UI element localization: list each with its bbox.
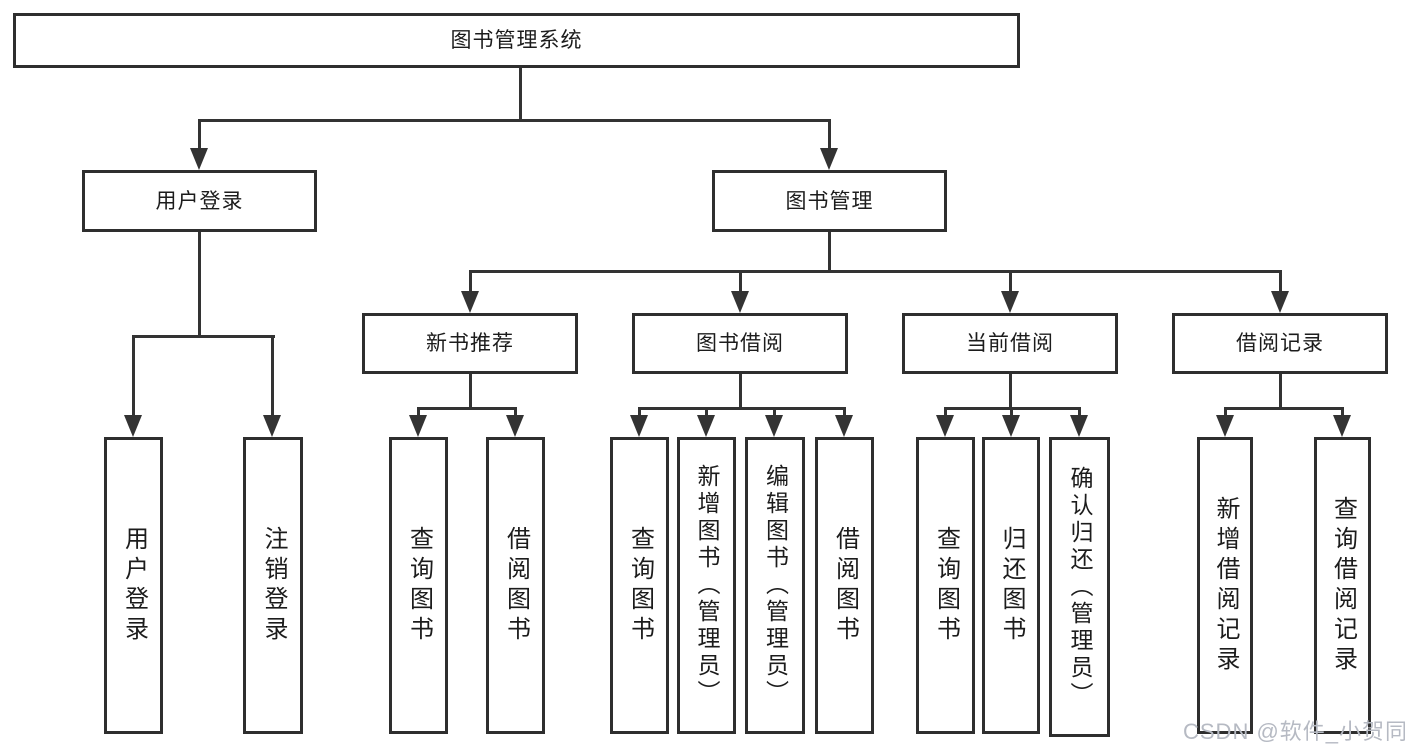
leaf-logout: 注销登录 [243,437,303,734]
arrowhead-new-book-recommend [461,291,479,313]
arrowhead-leaf-edit-book [765,415,783,437]
leaf-query-books-3-label: 查询图书 [932,525,960,646]
leaf-add-borrow-record-label: 新增借阅记录 [1212,495,1239,676]
connector-drop-leaf-logout [271,338,274,417]
arrowhead-current-borrow [1001,291,1019,313]
node-user-login: 用户登录 [82,170,317,232]
connector-level3-bar [469,270,1282,273]
connector-drop-user-login [198,122,201,148]
connector-book-borrow-stem [739,374,742,410]
connector-book-management-stem [828,232,831,273]
connector-drop-leaf-confirm-return [1078,410,1081,417]
leaf-user-login: 用户登录 [104,437,163,734]
node-book-management: 图书管理 [712,170,947,232]
connector-drop-new-book-recommend [469,273,472,293]
arrowhead-leaf-query-books-3 [936,415,954,437]
node-borrow-records: 借阅记录 [1172,313,1388,374]
leaf-return-book-label: 归还图书 [998,525,1025,646]
connector-new-book-recommend-bar [417,407,517,410]
node-current-borrow-label: 当前借阅 [966,332,1054,355]
connector-user-login-bar [132,335,275,338]
leaf-add-borrow-record: 新增借阅记录 [1197,437,1253,734]
node-user-login-label: 用户登录 [155,189,244,213]
connector-drop-leaf-query-books-3 [944,410,947,417]
node-root-label: 图书管理系统 [450,29,583,52]
arrowhead-borrow-records [1271,291,1289,313]
arrowhead-user-login [190,148,208,170]
arrowhead-leaf-query-books-2 [630,415,648,437]
arrowhead-leaf-logout [263,415,281,437]
leaf-edit-book-admin-label: 编辑图书（管理员） [762,464,789,707]
node-root: 图书管理系统 [13,13,1020,68]
connector-drop-leaf-borrow-books-2 [843,410,846,417]
arrowhead-leaf-confirm-return [1070,415,1088,437]
arrowhead-leaf-add-book [697,415,715,437]
arrowhead-leaf-return-book [1002,415,1020,437]
connector-drop-leaf-edit-book [773,410,776,417]
watermark: CSDN @软件_小贺同学 [1183,719,1405,744]
connector-current-borrow-stem [1009,374,1012,410]
leaf-borrow-books-2: 借阅图书 [815,437,874,734]
connector-drop-leaf-return-book [1010,410,1013,417]
leaf-query-books-2-label: 查询图书 [626,525,654,646]
leaf-add-book-admin-label: 新增图书（管理员） [694,464,720,707]
arrowhead-leaf-borrow-books-1 [506,415,524,437]
arrowhead-leaf-borrow-books-2 [835,415,853,437]
connector-drop-leaf-query-books-2 [638,410,641,417]
connector-drop-leaf-query-books-1 [417,410,420,417]
leaf-user-login-label: 用户登录 [120,525,148,646]
node-book-borrow-label: 图书借阅 [696,332,784,355]
connector-drop-leaf-add-borrow-record [1224,410,1227,417]
node-book-management-label: 图书管理 [785,189,874,213]
arrowhead-book-management [820,148,838,170]
connector-drop-book-management [828,122,831,148]
connector-drop-leaf-borrow-books-1 [514,410,517,417]
node-new-book-recommend-label: 新书推荐 [426,332,514,355]
connector-drop-leaf-user-login [132,338,135,417]
arrowhead-leaf-add-borrow-record [1216,415,1234,437]
leaf-borrow-books-1-label: 借阅图书 [502,525,530,646]
connector-root-stem [519,68,522,122]
connector-drop-leaf-add-book [705,410,708,417]
connector-borrow-records-bar [1224,407,1344,410]
leaf-add-book-admin: 新增图书（管理员） [677,437,736,734]
connector-drop-book-borrow [739,273,742,293]
arrowhead-leaf-query-books-1 [409,415,427,437]
leaf-borrow-books-1: 借阅图书 [486,437,545,734]
connector-book-borrow-bar [638,407,846,410]
node-book-borrow: 图书借阅 [632,313,848,374]
leaf-borrow-books-2-label: 借阅图书 [831,525,859,646]
arrowhead-leaf-user-login [124,415,142,437]
connector-new-book-recommend-stem [469,374,472,410]
connector-level2-bar [198,119,831,122]
connector-drop-borrow-records [1279,273,1282,293]
arrowhead-leaf-query-borrow-record [1333,415,1351,437]
leaf-query-books-1: 查询图书 [389,437,448,734]
leaf-query-books-2: 查询图书 [610,437,669,734]
arrowhead-book-borrow [731,291,749,313]
leaf-query-borrow-record-label: 查询借阅记录 [1329,495,1357,676]
connector-borrow-records-stem [1279,374,1282,410]
leaf-return-book: 归还图书 [982,437,1040,734]
connector-current-borrow-bar [944,407,1081,410]
leaf-edit-book-admin: 编辑图书（管理员） [745,437,805,734]
leaf-query-books-3: 查询图书 [916,437,975,734]
leaf-confirm-return-admin: 确认归还（管理员） [1049,437,1110,737]
leaf-query-borrow-record: 查询借阅记录 [1314,437,1371,734]
leaf-logout-label: 注销登录 [260,525,287,646]
node-new-book-recommend: 新书推荐 [362,313,578,374]
node-borrow-records-label: 借阅记录 [1236,332,1324,355]
leaf-query-books-1-label: 查询图书 [405,525,433,646]
connector-drop-current-borrow [1009,273,1012,293]
connector-drop-leaf-query-borrow-record [1341,410,1344,417]
node-current-borrow: 当前借阅 [902,313,1118,374]
leaf-confirm-return-admin-label: 确认归还（管理员） [1067,465,1093,709]
connector-user-login-stem [198,232,201,335]
